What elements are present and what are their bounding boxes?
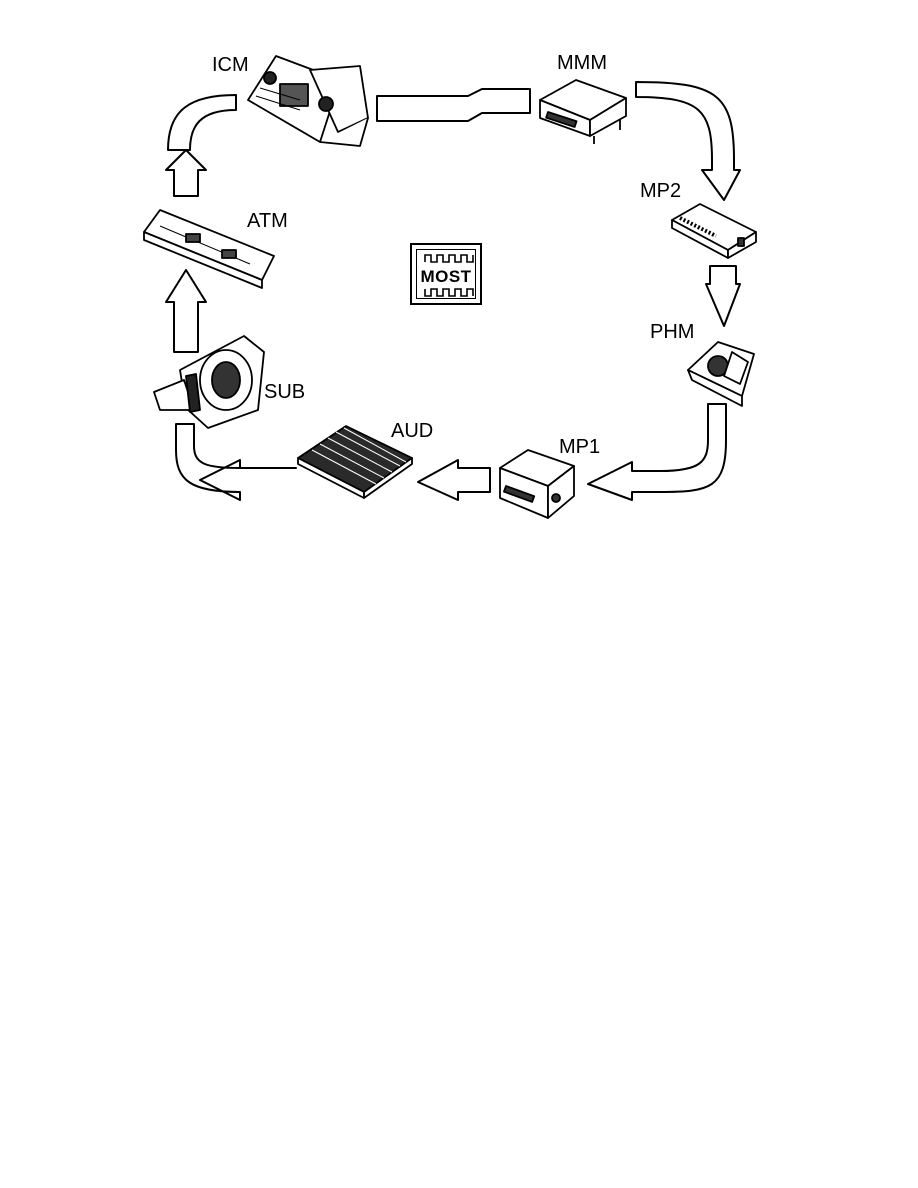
arrow-aud-to-sub: [175, 423, 297, 501]
label-icm: ICM: [212, 54, 249, 76]
most-logo: MOST: [410, 243, 482, 305]
label-phm: PHM: [650, 321, 695, 343]
arrow-sub-to-atm: [165, 269, 207, 353]
wave-icon-top: [424, 254, 474, 263]
arrow-atm-to-icm-curve: [167, 94, 237, 151]
label-aud: AUD: [391, 420, 434, 442]
mp1-unit: [499, 449, 575, 519]
arrow-mmm-to-mp2: [635, 81, 741, 201]
icm-unit: [247, 55, 369, 147]
arrow-atm-to-icm: [165, 149, 207, 197]
wave-icon-bottom: [424, 288, 474, 297]
label-mmm: MMM: [557, 52, 607, 74]
label-atm: ATM: [247, 210, 288, 232]
arrow-phm-to-mp1: [587, 403, 727, 501]
sub-unit: [153, 335, 265, 429]
aud-unit: [297, 425, 413, 499]
label-mp1: MP1: [559, 436, 601, 458]
arrow-icm-to-mmm: [376, 88, 531, 122]
mp2-unit: [671, 203, 757, 259]
most-logo-text: MOST: [420, 267, 472, 286]
label-sub: SUB: [264, 381, 306, 403]
atm-unit: [143, 209, 275, 289]
arrow-mp1-to-aud: [417, 459, 491, 501]
label-mp2: MP2: [640, 180, 682, 202]
mmm-unit: [539, 79, 627, 144]
phm-unit: [687, 341, 755, 407]
arrow-mp2-to-phm: [705, 265, 741, 327]
